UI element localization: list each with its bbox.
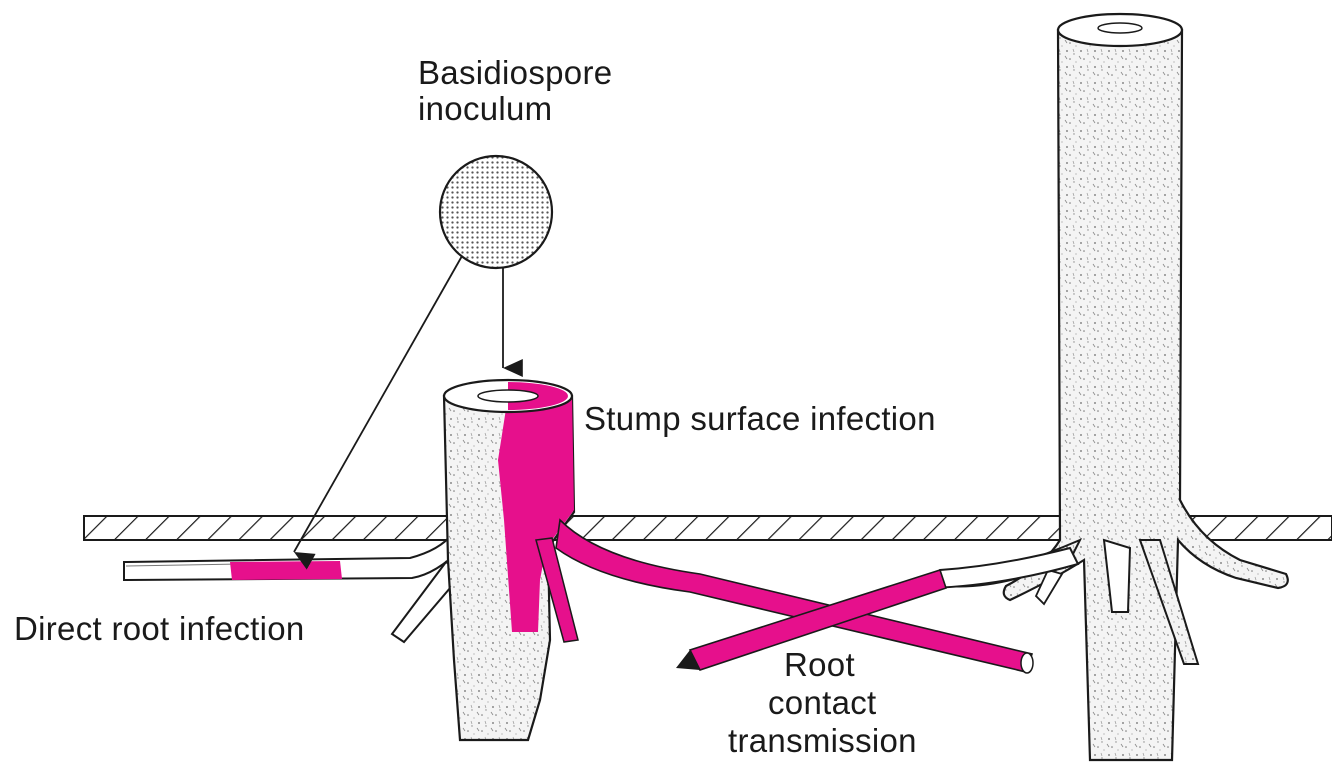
label-stump-surface-infection: Stump surface infection xyxy=(584,400,936,438)
label-root-contact-line2: contact xyxy=(768,684,877,722)
label-root-contact-line3: transmission xyxy=(728,722,917,760)
direct-infection-patch xyxy=(230,561,342,580)
label-basidiospore-line1: Basidiospore xyxy=(418,54,612,92)
label-basidiospore-line2: inoculum xyxy=(418,90,552,128)
label-root-contact-line1: Root xyxy=(784,646,855,684)
standing-tree-trunk xyxy=(1004,30,1288,760)
standing-tree-top xyxy=(1058,14,1182,46)
spore-inoculum-circle xyxy=(440,156,552,268)
label-direct-root-infection: Direct root infection xyxy=(14,610,305,648)
spore-arrow-diagonal xyxy=(294,256,462,552)
